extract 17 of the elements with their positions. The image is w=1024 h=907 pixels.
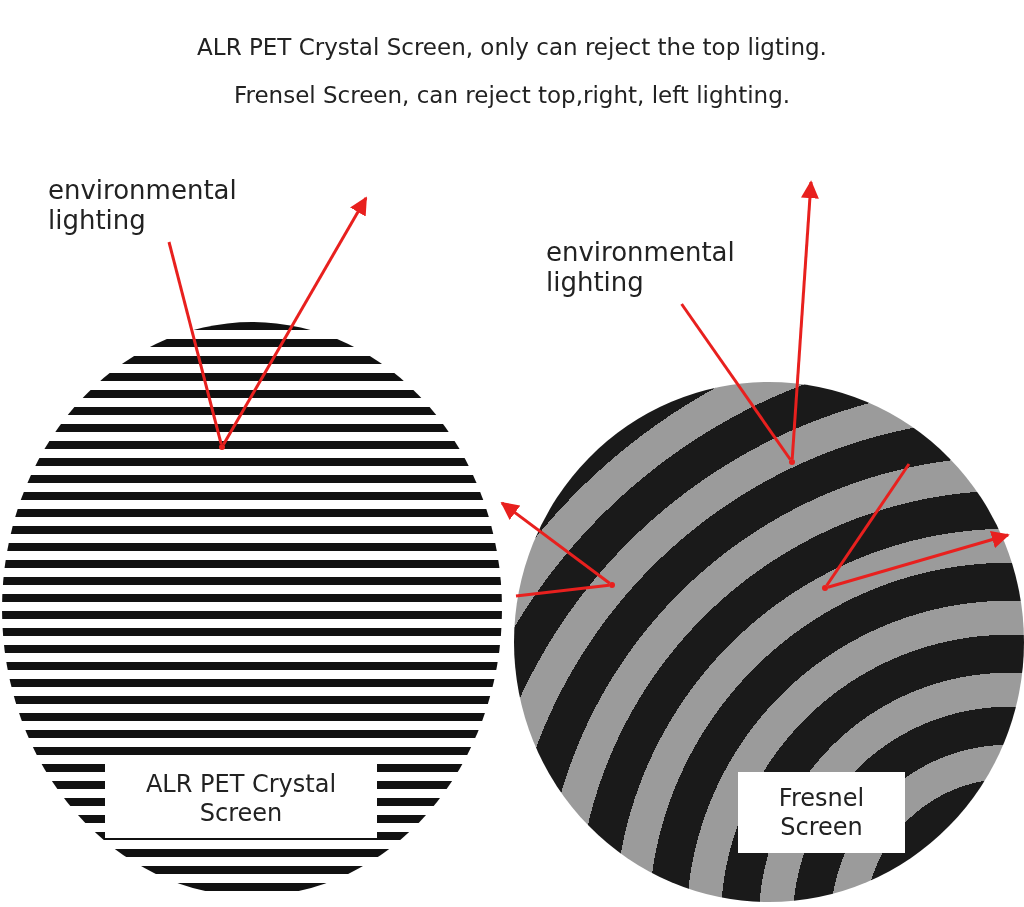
reflection-point	[789, 459, 795, 465]
reflection-point	[822, 585, 828, 591]
light-ray-line	[680, 303, 792, 461]
light-ray-line	[167, 241, 223, 445]
lighting-label: environmental lighting	[48, 176, 273, 242]
light-ray-arrow	[827, 530, 1010, 589]
reflection-point	[609, 582, 615, 588]
light-ray-arrow	[790, 180, 819, 460]
note-text: Frensel Screen, can reject top,right, left lighting.	[232, 82, 792, 108]
lighting-label: environmental lighting	[546, 238, 771, 304]
light-ray-line	[825, 463, 911, 587]
light-ray-arrow	[500, 501, 611, 585]
light-ray-arrow	[222, 196, 368, 446]
light-ray-line	[515, 583, 610, 598]
reflection-point	[219, 444, 225, 450]
title: ALR PET Crystal Screen, only can reject the top ligting.	[196, 34, 828, 60]
screen-label: Fresnel Screen	[738, 772, 905, 853]
